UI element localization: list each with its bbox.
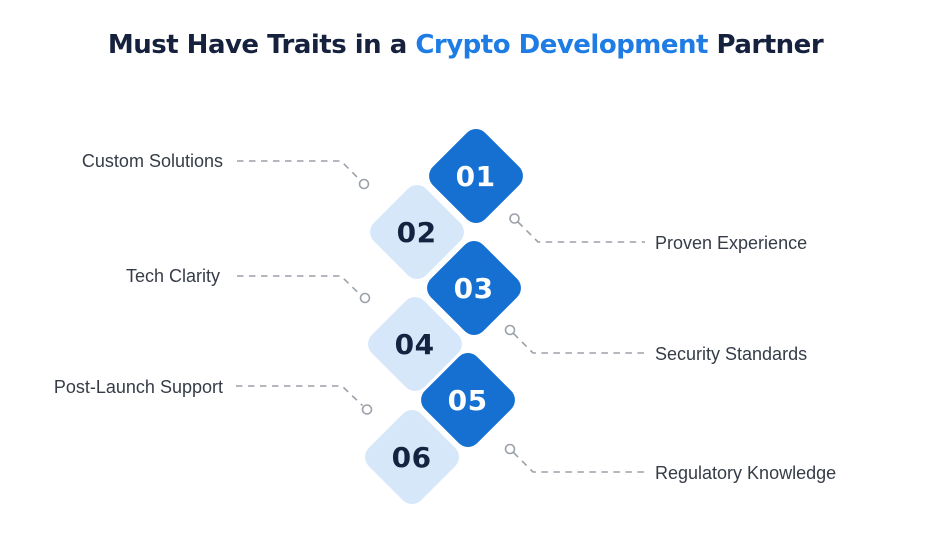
connector-node-icon <box>504 324 516 336</box>
connector-security-standards <box>504 324 645 354</box>
trait-label-proven-experience: Proven Experience <box>655 233 808 253</box>
dashed-line <box>236 385 364 407</box>
dashed-line <box>237 160 361 181</box>
diamond-number: 03 <box>454 271 494 305</box>
connector-node-icon <box>509 213 520 224</box>
diamond-number: 05 <box>448 383 488 417</box>
connector-node-icon <box>504 443 516 455</box>
trait-label-tech-clarity: Tech Clarity <box>125 266 220 286</box>
connector-tech-clarity <box>237 275 371 304</box>
connector-regulatory-knowledge <box>504 443 645 473</box>
trait-label-security-standards: Security Standards <box>655 344 808 364</box>
diamond-number: 01 <box>456 159 496 193</box>
connector-node-icon <box>361 404 373 415</box>
trait-label-custom-solutions: Custom Solutions <box>81 151 223 171</box>
trait-label-post-launch-support: Post-Launch Support <box>53 377 223 397</box>
connector-custom-solutions <box>237 160 370 190</box>
diamond-number: 02 <box>397 215 437 249</box>
page-title: Must Have Traits in a Crypto Development… <box>0 30 931 60</box>
trait-label-regulatory-knowledge: Regulatory Knowledge <box>655 463 837 483</box>
connector-proven-experience <box>509 213 645 243</box>
title-highlight: Crypto Development <box>415 30 708 60</box>
dashed-line <box>512 451 645 473</box>
diamond-number: 06 <box>392 440 432 474</box>
connector-node-icon <box>358 178 370 190</box>
title-prefix: Must Have Traits in a <box>107 30 416 60</box>
title-suffix: Partner <box>707 30 824 60</box>
connector-post-launch-support <box>236 385 373 415</box>
dashed-line <box>512 332 645 354</box>
dashed-line <box>517 221 645 243</box>
dashed-line <box>237 275 361 296</box>
connector-node-icon <box>359 292 371 304</box>
diamond-number: 04 <box>395 327 435 361</box>
